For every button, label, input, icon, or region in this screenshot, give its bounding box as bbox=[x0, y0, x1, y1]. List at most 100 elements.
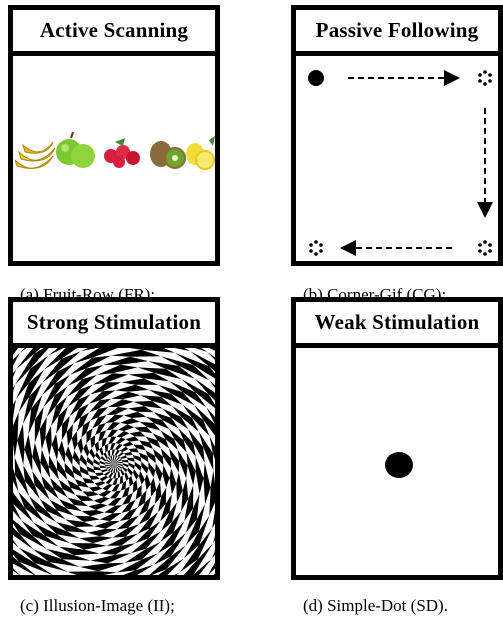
illusion-tile bbox=[67, 479, 83, 492]
fruit-row-area bbox=[13, 56, 215, 261]
illusion-tile bbox=[113, 467, 115, 473]
illusion-tile bbox=[18, 491, 46, 524]
illusion-tile bbox=[114, 460, 116, 464]
illusion-tile bbox=[69, 355, 111, 375]
illusion-tile bbox=[209, 470, 215, 516]
illusion-tile bbox=[116, 466, 121, 472]
illusion-tile bbox=[183, 543, 213, 575]
illusion-tile bbox=[140, 395, 172, 406]
illusion-tile bbox=[66, 424, 73, 446]
illusion-tile bbox=[135, 484, 142, 500]
illusion-tile bbox=[102, 484, 113, 491]
illusion-tile bbox=[194, 378, 215, 401]
banana-icon bbox=[14, 141, 56, 169]
illusion-tile bbox=[128, 475, 134, 487]
illusion-tile bbox=[28, 395, 43, 435]
illusion-tile bbox=[86, 456, 94, 467]
illusion-tile bbox=[67, 384, 93, 407]
illusion-tile bbox=[153, 532, 186, 565]
illusion-tile bbox=[209, 436, 215, 460]
illusion-tile bbox=[119, 475, 123, 484]
illusion-tile bbox=[112, 524, 139, 538]
simple-dot-area bbox=[296, 348, 498, 575]
illusion-tile bbox=[115, 437, 126, 444]
illusion-tile bbox=[13, 519, 47, 549]
illusion-tile bbox=[13, 352, 20, 366]
illusion-tile bbox=[89, 398, 112, 413]
illusion-tile bbox=[211, 550, 215, 559]
illusion-tile bbox=[124, 541, 161, 563]
illusion-tile bbox=[13, 527, 34, 550]
panel-title-passive-following: Passive Following bbox=[296, 10, 498, 56]
illusion-tile bbox=[69, 394, 91, 416]
illusion-tile bbox=[110, 464, 114, 467]
illusion-tile bbox=[208, 562, 215, 575]
illusion-tile bbox=[195, 456, 204, 494]
illusion-tile bbox=[17, 424, 25, 466]
illusion-tile bbox=[99, 543, 136, 555]
illusion-tile bbox=[13, 503, 22, 521]
illusion-tile bbox=[101, 469, 108, 473]
illusion-tile bbox=[107, 467, 113, 472]
illusion-tile bbox=[162, 408, 189, 430]
illusion-tile bbox=[120, 455, 127, 459]
illusion-tile bbox=[93, 458, 100, 466]
illusion-tile bbox=[160, 511, 182, 542]
illusion-tile bbox=[112, 464, 114, 468]
illusion-tile bbox=[99, 476, 109, 482]
illusion-tile bbox=[56, 522, 88, 533]
illusion-tile bbox=[120, 468, 125, 476]
illusion-tile bbox=[39, 416, 47, 450]
illusion-tile bbox=[69, 543, 107, 550]
illusion-tile bbox=[194, 405, 215, 436]
illusion-tile bbox=[88, 503, 108, 510]
illusion-tile bbox=[133, 444, 146, 451]
illusion-tile bbox=[113, 464, 115, 468]
illusion-tile bbox=[145, 450, 156, 464]
illusion-tile bbox=[71, 431, 78, 451]
illusion-tile bbox=[114, 455, 118, 461]
spinner-icon-bottom-right bbox=[478, 240, 492, 256]
illusion-tile bbox=[135, 521, 161, 544]
illusion-tile bbox=[138, 496, 152, 516]
illusion-tile bbox=[81, 510, 105, 517]
illusion-tile bbox=[115, 456, 121, 461]
illusion-tile bbox=[146, 416, 170, 429]
illusion-tile bbox=[74, 348, 118, 364]
illusion-tile bbox=[139, 503, 155, 525]
illusion-tile bbox=[106, 406, 129, 416]
illusion-tile bbox=[48, 455, 59, 480]
illusion-tile bbox=[113, 472, 117, 479]
illusion-tile bbox=[180, 528, 213, 573]
illusion-tile bbox=[13, 573, 65, 575]
illusion-tile bbox=[160, 356, 210, 381]
illusion-image-area bbox=[13, 348, 215, 575]
illusion-tile bbox=[120, 418, 140, 425]
illusion-tile bbox=[107, 497, 122, 506]
illusion-tile bbox=[51, 396, 67, 426]
illusion-tile bbox=[178, 428, 196, 457]
illusion-tile bbox=[34, 406, 44, 443]
illusion-tile bbox=[117, 471, 121, 478]
illusion-tile bbox=[182, 404, 210, 437]
illusion-tile bbox=[148, 389, 183, 405]
illusion-tile bbox=[110, 443, 116, 451]
illusion-tile bbox=[67, 365, 104, 387]
illusion-tile bbox=[99, 460, 106, 465]
illusion-tile bbox=[172, 406, 199, 432]
illusion-tile bbox=[13, 556, 36, 575]
illusion-tile bbox=[160, 430, 178, 450]
illusion-tile bbox=[75, 479, 89, 488]
illusion-tile bbox=[137, 367, 182, 380]
illusion-tile bbox=[177, 449, 188, 479]
illusion-tile bbox=[82, 491, 99, 497]
illusion-tile bbox=[98, 430, 107, 442]
caption-illusion-image: (c) Illusion-Image (II); bbox=[20, 596, 175, 615]
illusion-tile bbox=[114, 464, 118, 467]
illusion-tile bbox=[22, 382, 43, 424]
illusion-tile bbox=[128, 372, 170, 382]
illusion-tile bbox=[111, 461, 114, 464]
illusion-tile bbox=[112, 460, 114, 464]
green-apple-icon bbox=[56, 131, 95, 168]
illusion-tile bbox=[185, 493, 200, 533]
